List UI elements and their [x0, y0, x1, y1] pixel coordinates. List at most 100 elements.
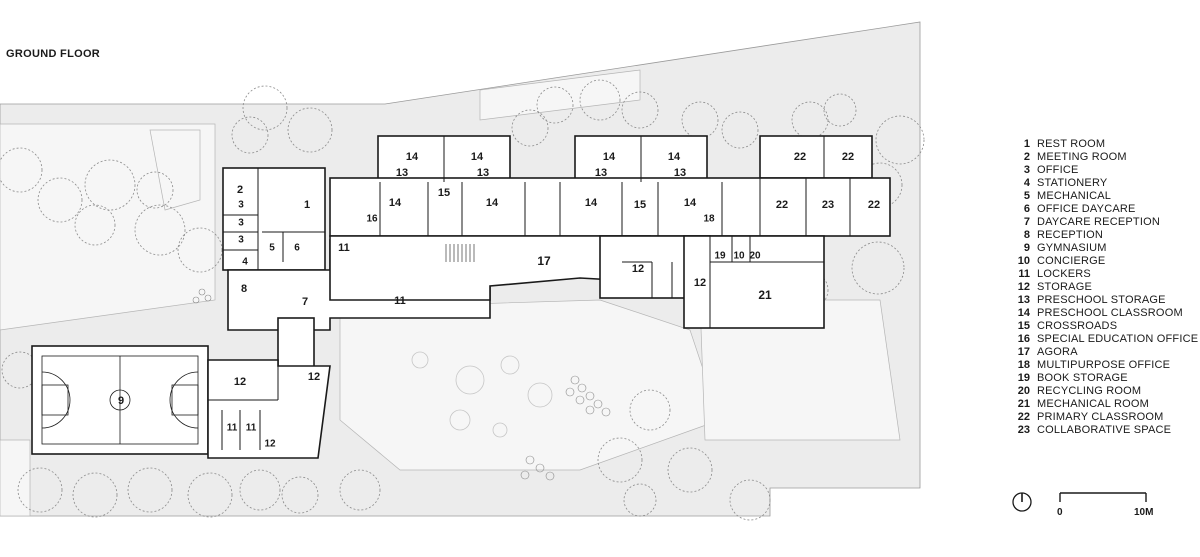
room-legend: 1 REST ROOM 2 MEETING ROOM 3 OFFICE 4 STATIONER…	[1016, 138, 1200, 437]
room-label: 12	[234, 376, 246, 388]
room-label: 8	[241, 283, 247, 295]
room-label: 14	[486, 197, 499, 209]
legend-number: 10	[1017, 255, 1030, 267]
room-label: 6	[294, 243, 300, 254]
legend-item: 13 PRESCHOOL STORAGE	[1016, 294, 1200, 307]
north-arrow-icon	[1012, 492, 1032, 512]
room-label: 22	[842, 151, 854, 163]
room-label: 14	[389, 197, 402, 209]
legend-label: RECEPTION	[1037, 229, 1103, 241]
legend-number: 1	[1023, 138, 1030, 150]
legend-number: 18	[1017, 359, 1030, 371]
room-label: 14	[471, 151, 484, 163]
shrubs	[192, 288, 611, 481]
legend-number: 6	[1023, 203, 1030, 215]
legend-item: 4 STATIONERY	[1016, 177, 1200, 190]
room-label: 3	[238, 218, 244, 229]
room-label: 17	[537, 254, 551, 268]
room-label: 15	[634, 199, 646, 211]
room-label: 14	[684, 197, 697, 209]
legend-number: 7	[1023, 216, 1030, 228]
page-title: GROUND FLOOR	[6, 48, 101, 60]
room-label: 5	[269, 243, 275, 254]
legend-label: MECHANICAL	[1037, 190, 1112, 202]
room-label: 11	[227, 423, 238, 434]
room-label: 13	[477, 167, 489, 179]
room-label: 15	[438, 187, 450, 199]
legend-number: 3	[1023, 164, 1030, 176]
room-label: 14	[603, 151, 616, 163]
legend-item: 1 REST ROOM	[1016, 138, 1200, 151]
legend-number: 22	[1017, 411, 1030, 423]
room-label: 2	[237, 184, 243, 196]
legend-item: 22 PRIMARY CLASSROOM	[1016, 411, 1200, 424]
room-label: 22	[776, 199, 788, 211]
legend-item: 23 COLLABORATIVE SPACE	[1016, 424, 1200, 437]
legend-label: PRESCHOOL CLASSROOM	[1037, 307, 1183, 319]
legend-label: MULTIPURPOSE OFFICE	[1037, 359, 1171, 371]
legend-number: 11	[1018, 268, 1030, 280]
legend-item: 11 LOCKERS	[1016, 268, 1200, 281]
legend-item: 17 AGORA	[1016, 346, 1200, 359]
trees	[0, 79, 925, 521]
legend-number: 2	[1023, 151, 1030, 163]
legend-label: SPECIAL EDUCATION OFFICE	[1037, 333, 1199, 345]
room-label: 11	[338, 242, 350, 254]
room-label: 12	[632, 263, 644, 275]
room-label: 3	[238, 200, 244, 211]
legend-label: AGORA	[1037, 346, 1078, 358]
room-label: 19	[714, 251, 726, 262]
room-label: 22	[868, 199, 880, 211]
legend-label: DAYCARE RECEPTION	[1037, 216, 1160, 228]
scale-bar: 0 10M	[1057, 492, 1153, 518]
scale-end-label: 10M	[1134, 507, 1153, 518]
legend-number: 21	[1017, 398, 1030, 410]
interior-walls	[208, 136, 851, 450]
legend-label: MEETING ROOM	[1037, 151, 1127, 163]
legend-label: STORAGE	[1037, 281, 1092, 293]
legend-number: 4	[1023, 177, 1030, 189]
legend-label: STATIONERY	[1037, 177, 1108, 189]
room-label: 13	[674, 167, 686, 179]
legend-label: COLLABORATIVE SPACE	[1037, 424, 1172, 436]
legend-label: PRESCHOOL STORAGE	[1037, 294, 1166, 306]
room-label: 12	[308, 371, 320, 383]
room-label: 4	[242, 257, 248, 268]
legend-item: 3 OFFICE	[1016, 164, 1200, 177]
legend-label: CONCIERGE	[1037, 255, 1106, 267]
legend-number: 17	[1017, 346, 1030, 358]
legend-item: 10 CONCIERGE	[1016, 255, 1200, 268]
room-label: 14	[585, 197, 598, 209]
room-label: 9	[118, 395, 124, 407]
room-label: 14	[406, 151, 419, 163]
legend-label: REST ROOM	[1037, 138, 1106, 150]
room-label: 22	[794, 151, 806, 163]
legend-label: OFFICE DAYCARE	[1037, 203, 1136, 215]
room-label: 13	[396, 167, 408, 179]
legend-item: 6 OFFICE DAYCARE	[1016, 203, 1200, 216]
legend-label: MECHANICAL ROOM	[1037, 398, 1149, 410]
legend-label: PRIMARY CLASSROOM	[1037, 411, 1164, 423]
legend-number: 5	[1023, 190, 1030, 202]
legend-number: 13	[1017, 294, 1030, 306]
room-label: 11	[246, 423, 257, 434]
legend-label: BOOK STORAGE	[1037, 372, 1128, 384]
legend-label: GYMNASIUM	[1037, 242, 1107, 254]
room-label: 3	[238, 235, 244, 246]
legend-label: LOCKERS	[1037, 268, 1091, 280]
legend-label: OFFICE	[1037, 164, 1079, 176]
legend-item: 2 MEETING ROOM	[1016, 151, 1200, 164]
room-label: 23	[822, 199, 834, 211]
courtyard-features	[411, 351, 553, 438]
room-label: 14	[668, 151, 681, 163]
room-label: 12	[694, 277, 706, 289]
legend-number: 23	[1017, 424, 1030, 436]
